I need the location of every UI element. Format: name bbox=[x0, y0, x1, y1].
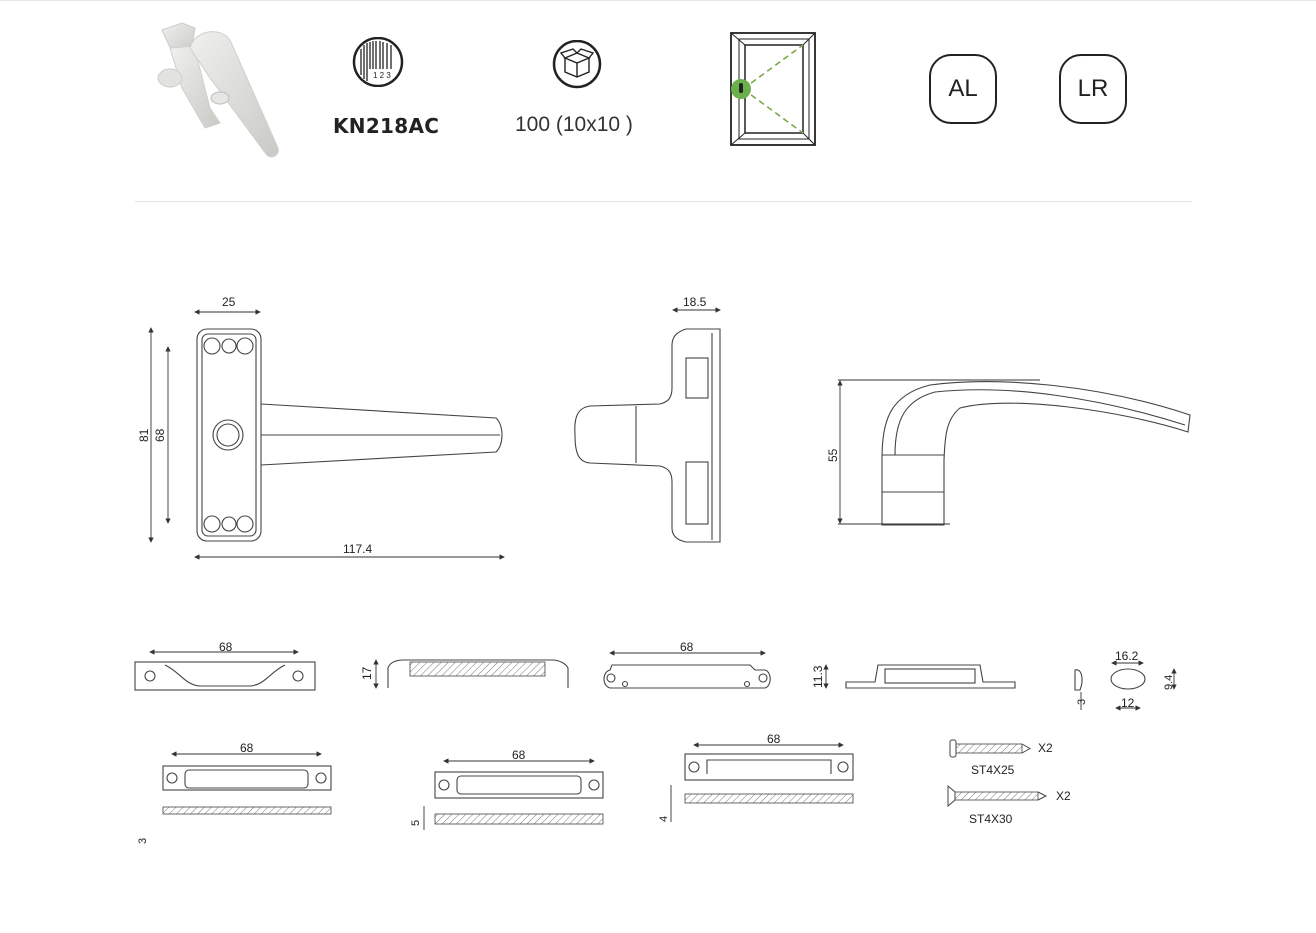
box-icon bbox=[552, 40, 602, 89]
dim-spacer2-spacing: 68 bbox=[512, 748, 526, 762]
dim-plate2-spacing: 68 bbox=[680, 640, 694, 654]
casement-window-icon bbox=[730, 32, 816, 146]
dim-spacer2-thickness: 5 bbox=[410, 820, 422, 826]
side-view: 18.5 bbox=[574, 295, 721, 543]
dim-front-total-height: 81 bbox=[137, 428, 151, 442]
dim-base-section-height: 17 bbox=[360, 666, 374, 680]
dim-profile-height: 55 bbox=[826, 448, 840, 462]
dim-cap-hole-spacing: 12 bbox=[1121, 696, 1135, 710]
dim-cap-height: 9.4 bbox=[1163, 675, 1175, 690]
barcode-digits: 1 2 3 bbox=[373, 71, 391, 80]
badge-al: AL bbox=[929, 54, 997, 124]
barcode-icon: 1 2 3 bbox=[352, 37, 404, 87]
row2-spacers: 68 3 68 5 68 4 bbox=[137, 732, 854, 844]
dim-base-plate-spacing: 68 bbox=[219, 640, 233, 654]
dim-cap-width: 16.2 bbox=[1115, 649, 1139, 663]
front-view: 25 81 68 117.4 bbox=[137, 295, 505, 560]
screw-size: ST4X30 bbox=[969, 812, 1013, 826]
screw-qty: X2 bbox=[1056, 789, 1071, 803]
badge-lr: LR bbox=[1059, 54, 1127, 124]
dim-spring-height: 11.3 bbox=[811, 665, 825, 688]
dim-spacer1-thickness: 3 bbox=[137, 838, 149, 844]
section-divider bbox=[135, 201, 1192, 202]
product-code: KN218AC bbox=[333, 114, 440, 138]
screw-st4x25: X2 ST4X25 bbox=[949, 739, 1053, 777]
dim-cap-thickness: 3 bbox=[1076, 699, 1088, 705]
screw-qty: X2 bbox=[1038, 741, 1053, 755]
screw-size: ST4X25 bbox=[971, 763, 1015, 777]
dim-front-width: 25 bbox=[222, 295, 236, 309]
dim-front-hole-spacing: 68 bbox=[153, 428, 167, 442]
product-photo bbox=[157, 22, 279, 158]
row1-parts: 68 17 68 11.3 3 16.2 9.4 12 bbox=[134, 640, 1177, 711]
screw-st4x30: X2 ST4X30 bbox=[947, 784, 1071, 826]
dim-spacer3-spacing: 68 bbox=[767, 732, 781, 746]
profile-view: 55 bbox=[826, 379, 1191, 526]
dim-side-depth: 18.5 bbox=[683, 295, 707, 309]
dim-spacer1-spacing: 68 bbox=[240, 741, 254, 755]
package-quantity: 100 (10x10 ) bbox=[515, 113, 633, 136]
dim-front-length: 117.4 bbox=[343, 542, 372, 556]
top-border bbox=[0, 0, 1316, 1]
dim-spacer3-thickness: 4 bbox=[658, 816, 670, 822]
